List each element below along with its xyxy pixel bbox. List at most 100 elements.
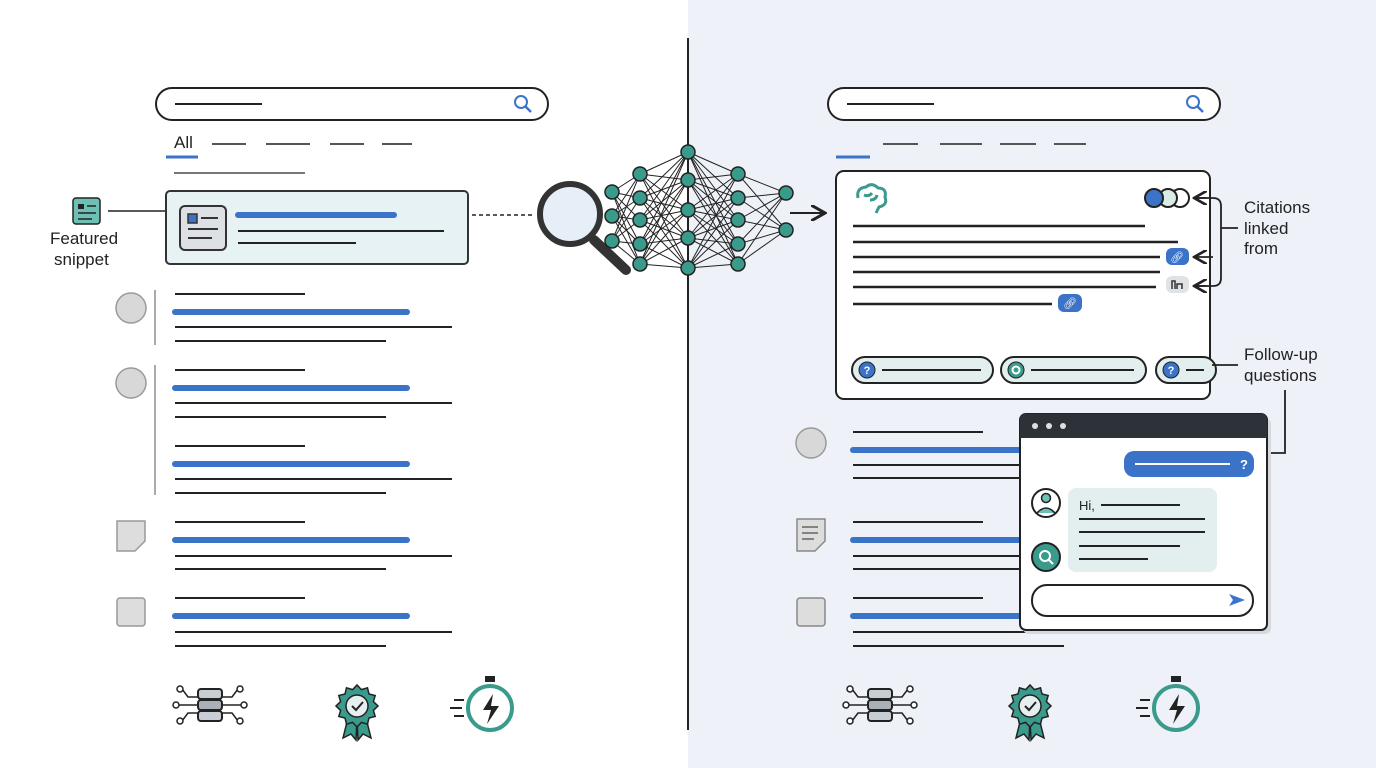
db-connector [222,688,239,698]
search-icon[interactable] [514,95,532,113]
citations-label-1: Citations [1244,198,1310,217]
result-favicon [795,427,827,459]
badge-center [1018,694,1042,718]
network-edge [639,209,689,221]
citations-bracket [1196,198,1238,286]
network-node [730,190,746,206]
source-chip[interactable] [1166,276,1189,293]
network-edge [639,151,689,245]
network-edge [639,151,689,199]
tab-all[interactable]: All [174,133,193,152]
assistant-search-icon [1031,542,1061,572]
network-edge [737,192,787,265]
result-item [172,445,452,494]
question-icon [858,361,876,379]
db-node [842,701,850,709]
followup-question-pill[interactable] [1000,356,1147,384]
ai-overview-card: 🔗︎ 🔗︎ ?? [835,170,1217,400]
network-edge [639,237,689,265]
network-edge [687,237,739,245]
network-edge [687,209,739,245]
network-node [730,212,746,228]
followup-question-pill[interactable]: ? [851,356,994,384]
link-icon[interactable]: 🔗︎ [1058,294,1082,312]
db-connector [181,688,198,698]
network-edge [687,197,739,269]
network-edge [639,151,689,265]
right-tabs-placeholder[interactable] [836,143,1086,159]
network-edge [639,197,689,269]
snippet-icon [72,197,101,225]
followup-connector [1212,364,1286,454]
network-edge [611,215,641,265]
left-results-list [172,293,452,647]
search-icon[interactable] [1186,95,1204,113]
badge-center [345,694,369,718]
network-edge [687,209,739,221]
answer-bubble: Hi, [1068,488,1217,572]
network-edge [687,263,739,269]
database-icon [172,685,248,725]
network-node [680,144,696,160]
db-node [176,685,184,693]
check-mark [1024,701,1037,712]
left-search-bar[interactable] [155,87,549,121]
chat-input[interactable] [1031,584,1254,617]
network-edge [639,179,689,199]
svg-text:🔗︎: 🔗︎ [1063,297,1077,310]
db-disk [867,688,893,700]
network-node [632,166,648,182]
db-disk [867,699,893,711]
result-favicon [115,292,147,324]
link-icon[interactable]: 🔗︎ [1166,248,1189,265]
db-disk [197,699,223,711]
citations-label-2: linked [1244,219,1288,238]
network-edge [687,173,739,211]
network-edge [687,243,739,269]
network-edge [737,192,787,245]
db-connector [892,688,909,698]
send-icon[interactable] [1229,594,1245,606]
circle-icon [1007,361,1025,379]
network-edge [687,219,739,239]
watch-crown [485,676,495,682]
stopwatch-icon [450,676,514,732]
network-node [680,202,696,218]
followup-question-pill[interactable]: ? [1155,356,1217,384]
user-icon [1031,488,1061,518]
network-edge [639,197,689,239]
network-edge [611,191,641,265]
db-node [846,717,854,725]
result-thumbnail [796,597,826,627]
network-node [632,236,648,252]
network-node [632,190,648,206]
network-edge [639,209,689,265]
network-edge [687,151,739,221]
network-edge [639,173,689,211]
window-dots [1032,423,1066,429]
magnifier-icon [537,181,631,275]
network-edge [737,229,787,245]
right-search-bar[interactable] [827,87,1221,121]
network-edge [737,192,787,221]
network-edge [639,179,689,265]
network-node [680,230,696,246]
network-edge [687,197,739,239]
network-node [604,233,620,249]
network-edge [639,209,689,245]
network-edge [737,219,787,231]
db-disk [197,710,223,722]
db-connector [892,712,909,722]
citation-avatars[interactable] [1144,188,1190,208]
watch-crown [1171,676,1181,682]
db-disk [197,688,223,700]
network-node [730,166,746,182]
network-node [730,236,746,252]
network-edge [639,243,689,269]
network-edge [687,197,739,211]
featured-snippet-card[interactable] [165,190,469,265]
question-icon [1162,361,1180,379]
watch-face [1152,684,1200,732]
network-edge [737,173,787,194]
network-edge [687,237,739,265]
